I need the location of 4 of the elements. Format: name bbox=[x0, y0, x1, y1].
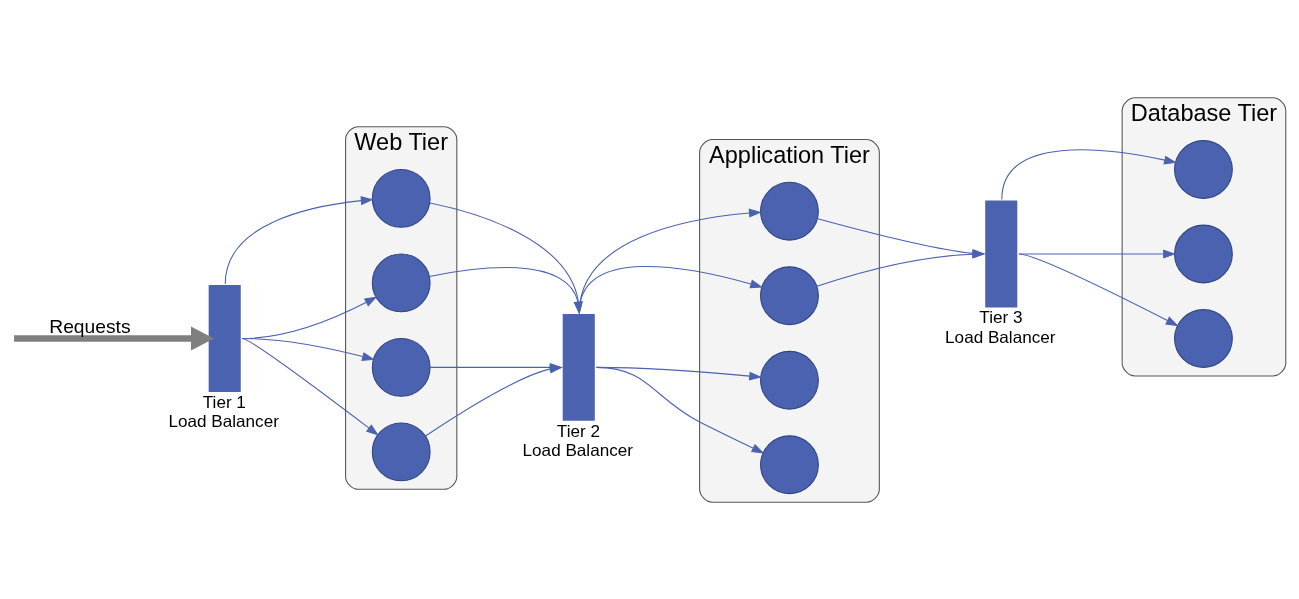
node-label: Tier 2 Load Balancer bbox=[522, 421, 633, 460]
node-label: Tier 3 Load Balancer bbox=[945, 307, 1056, 347]
node-label: Tier 1 Load Balancer bbox=[168, 392, 279, 431]
edge-label: Requests bbox=[49, 315, 131, 337]
